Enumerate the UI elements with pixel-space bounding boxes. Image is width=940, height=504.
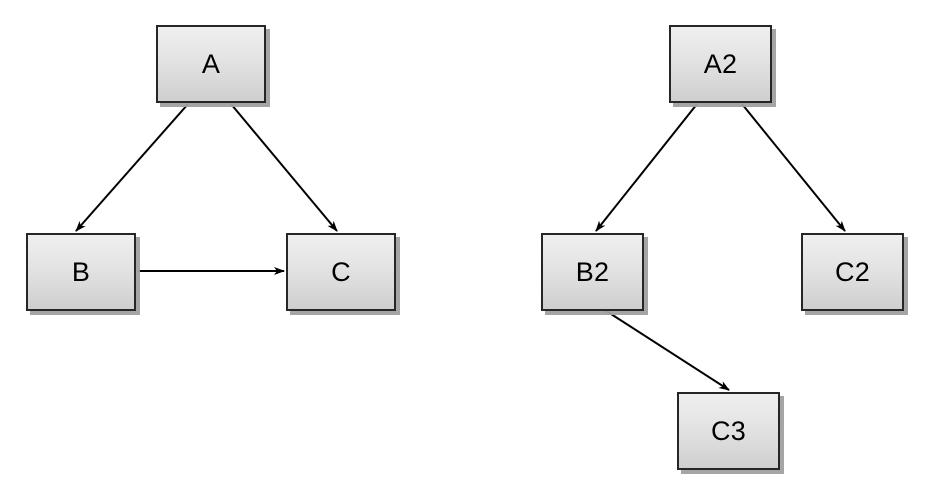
node-b2[interactable]: B2	[541, 233, 644, 311]
node-label-c3: C3	[711, 415, 746, 446]
node-c3[interactable]: C3	[677, 392, 780, 470]
node-label-c2: C2	[835, 256, 870, 287]
node-a2[interactable]: A2	[669, 25, 772, 103]
node-c[interactable]: C	[286, 233, 396, 311]
node-label-c: C	[331, 256, 351, 287]
edge-b2-to-c3	[596, 304, 730, 391]
edge-a2-to-b2	[595, 103, 698, 232]
edge-a-to-c	[230, 103, 338, 232]
node-label-b: B	[71, 256, 91, 287]
node-label-a2: A2	[703, 48, 738, 79]
node-label-b2: B2	[575, 256, 610, 287]
node-b[interactable]: B	[26, 233, 136, 311]
edge-a2-to-c2	[741, 103, 846, 232]
edge-a-to-b	[75, 103, 189, 232]
node-a[interactable]: A	[156, 25, 266, 103]
edges-group	[75, 103, 846, 391]
node-c2[interactable]: C2	[801, 233, 904, 311]
node-label-a: A	[201, 48, 221, 79]
